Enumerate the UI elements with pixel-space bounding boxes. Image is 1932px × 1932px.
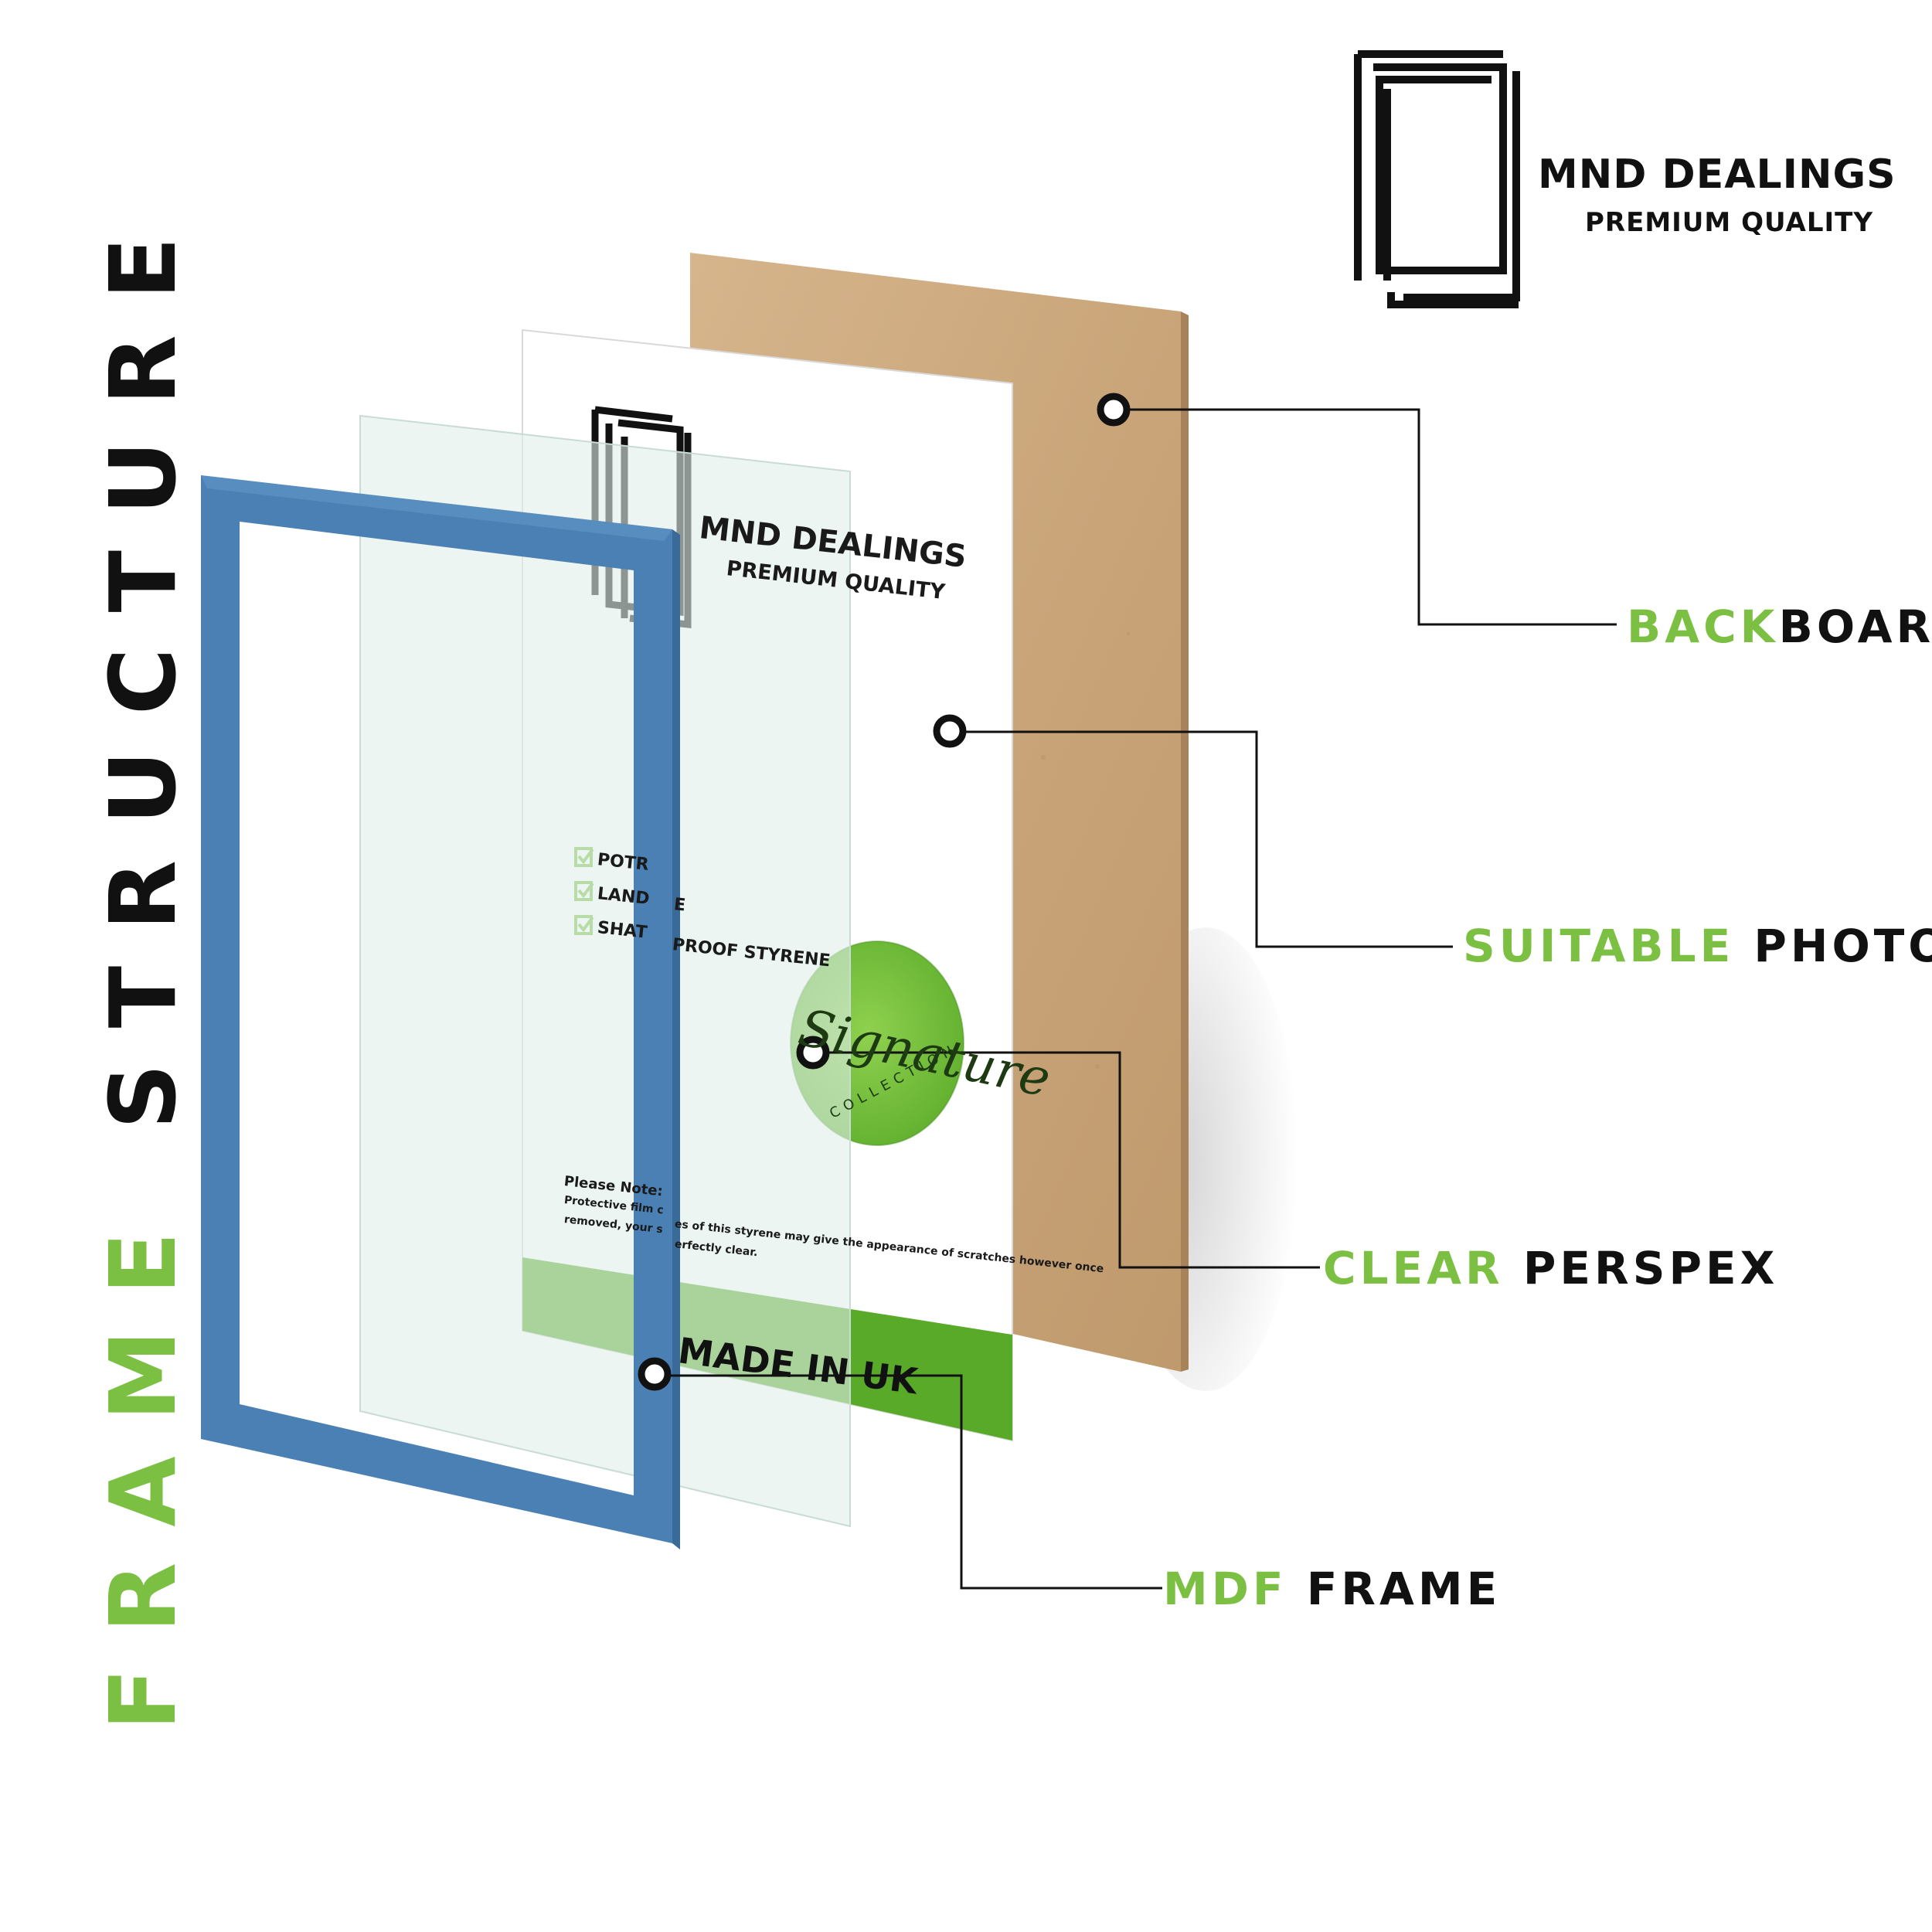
- callout-lines: [662, 408, 1617, 1590]
- callout-suitable-photo: SUITABLE PHOTO: [1463, 923, 1932, 968]
- insert-feature-2-cont: E: [672, 895, 687, 916]
- brand-logo-icon: [1354, 50, 1520, 308]
- callout-mdf-frame: MDF FRAME: [1163, 1566, 1501, 1611]
- callout-backboard-highlight: BACK: [1627, 600, 1779, 653]
- callout-perspex-highlight: CLEAR: [1323, 1242, 1504, 1294]
- callout-frame-highlight: MDF: [1163, 1563, 1287, 1615]
- callout-photo-highlight: SUITABLE: [1463, 920, 1735, 972]
- title-rest: STRUCTURE: [90, 201, 196, 1130]
- brand-name: MND DEALINGS: [1538, 151, 1896, 198]
- callout-dot-icon: [638, 393, 1131, 1391]
- clear-perspex-sheet: [359, 414, 851, 1528]
- callout-perspex-rest: PERSPEX: [1522, 1242, 1779, 1294]
- callout-frame-rest: FRAME: [1306, 1563, 1502, 1615]
- callout-clear-perspex: CLEAR PERSPEX: [1323, 1246, 1778, 1291]
- brand-tagline: PREMIUM QUALITY: [1585, 207, 1873, 238]
- diagram-title: FRAME STRUCTURE: [90, 202, 196, 1730]
- callout-backboard-rest: BOARD: [1778, 600, 1932, 653]
- title-highlight: FRAME: [90, 1196, 196, 1731]
- callout-photo-rest: PHOTO: [1753, 920, 1932, 972]
- callout-backboard: BACKBOARD: [1627, 604, 1932, 649]
- mdf-frame: [201, 475, 680, 1549]
